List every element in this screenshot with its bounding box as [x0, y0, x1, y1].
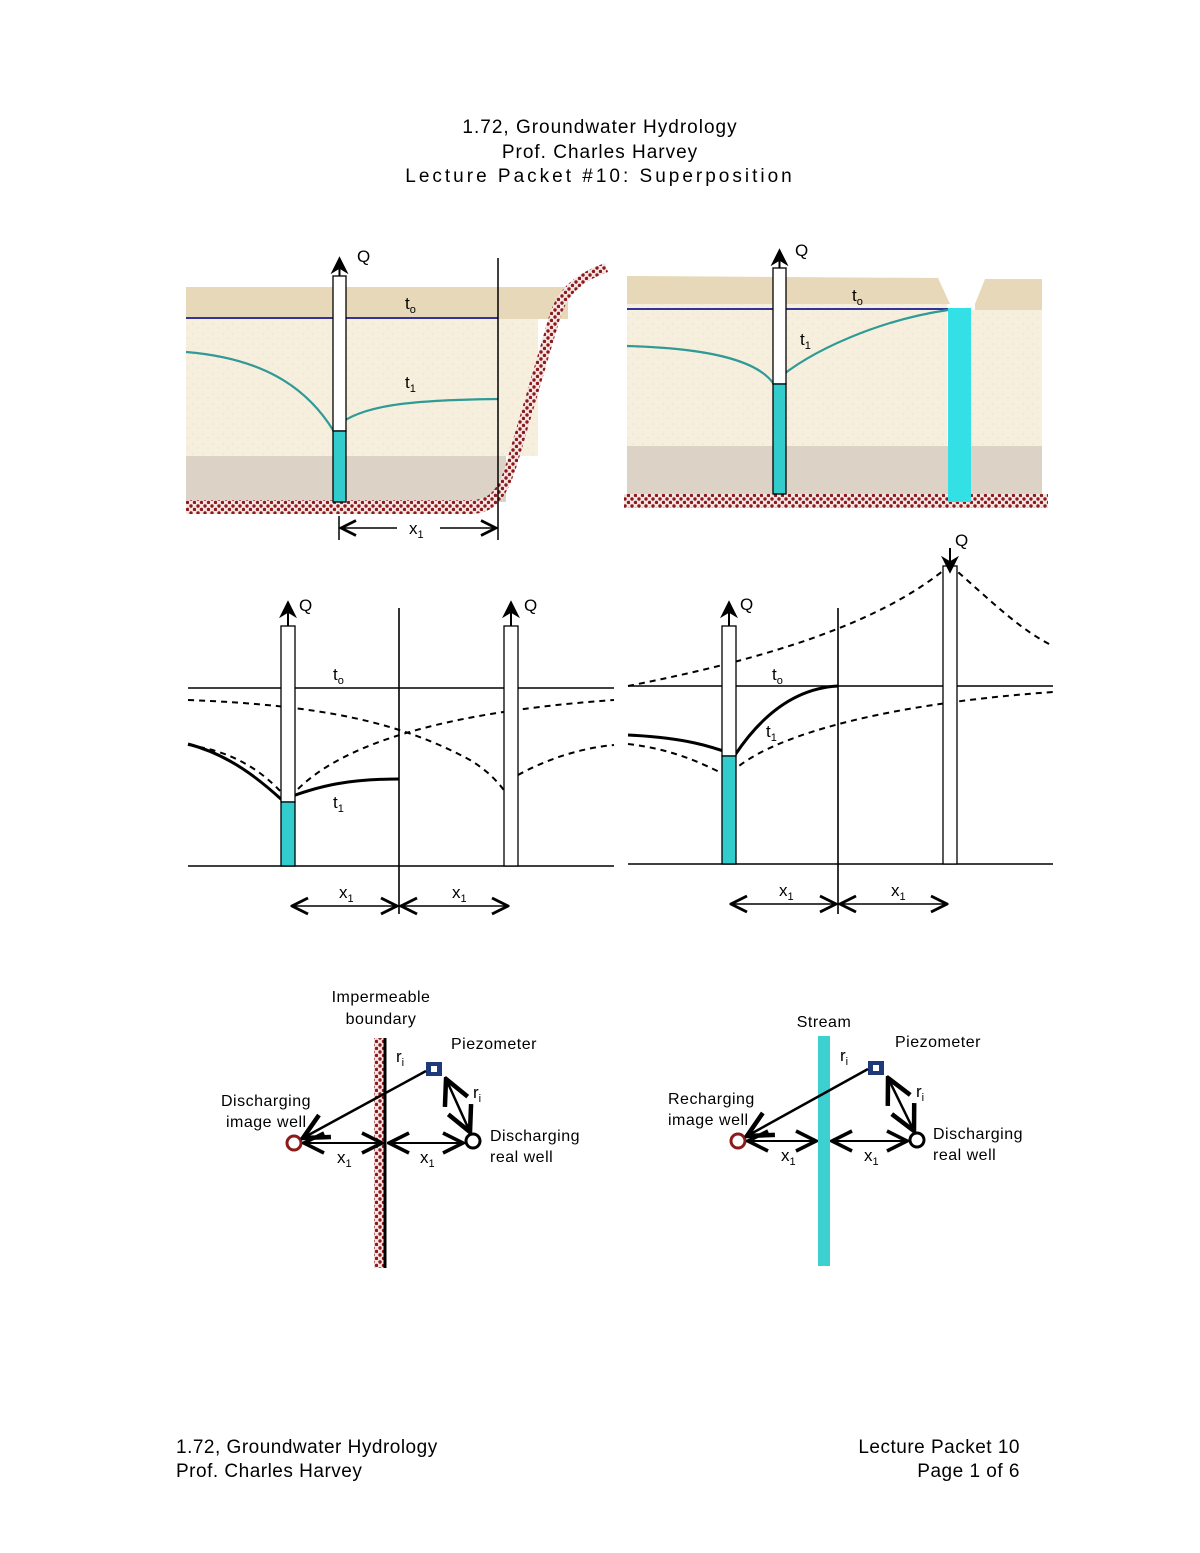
label-t1: t1 — [333, 793, 344, 815]
header-course-title: 1.72, Groundwater Hydrology — [462, 117, 738, 138]
label-piezometer: Piezometer — [451, 1036, 537, 1053]
piezometer-marker-center — [873, 1065, 879, 1071]
piezometer-marker-center — [431, 1066, 437, 1072]
pumping-well — [772, 267, 787, 385]
pumping-well — [332, 275, 347, 432]
label-real-well: Discharging — [490, 1128, 580, 1145]
image-well — [503, 625, 519, 867]
label-t1: t1 — [766, 722, 777, 744]
label-t1: t1 — [405, 373, 416, 395]
plan-view-impermeable: Impermeable boundary Piezometer ri ri x1… — [221, 989, 580, 1268]
plan-view-stream: Stream Piezometer ri ri x1 x1 Recharging… — [668, 1014, 1023, 1266]
cross-section-impermeable: Q to t1 x1 — [185, 247, 608, 541]
label-t0: to — [405, 294, 416, 316]
image-well-marker — [729, 1132, 747, 1150]
label-real-well: Discharging — [933, 1126, 1023, 1143]
distance-arrow-image — [303, 1069, 427, 1138]
aquifer-sand — [971, 310, 1042, 446]
label-Q: Q — [357, 247, 370, 266]
real-well — [721, 625, 737, 757]
cross-section-stream: Q to t1 — [624, 241, 1048, 508]
header-lecture-title: Lecture Packet #10: Superposition — [405, 166, 795, 187]
image-well-drawdown — [187, 699, 511, 801]
image-well-marker — [285, 1134, 303, 1152]
label-boundary: boundary — [346, 1011, 417, 1028]
aquifer-sand — [627, 304, 947, 446]
stream-channel — [948, 308, 971, 502]
label-stream: Stream — [797, 1014, 852, 1031]
aquifer-sand — [186, 319, 538, 456]
well-water — [772, 383, 787, 495]
label-real-well: real well — [490, 1149, 553, 1166]
header-professor: Prof. Charles Harvey — [501, 142, 699, 163]
soil-surface — [975, 279, 1042, 310]
distance-arrow-real — [446, 1079, 470, 1132]
label-x1: x1 — [337, 1148, 352, 1170]
superposition-stream: Q Q to t1 x1 x1 — [627, 531, 1054, 914]
image-well-mound — [949, 564, 1054, 647]
label-t0: to — [333, 665, 344, 687]
label-x1: x1 — [339, 883, 354, 905]
real-well-marker — [464, 1132, 482, 1150]
footer-course-title: 1.72, Groundwater Hydrology — [176, 1437, 438, 1458]
label-image-well: Recharging — [668, 1091, 755, 1108]
label-x1: x1 — [864, 1146, 879, 1168]
distance-arrow-image — [747, 1067, 869, 1136]
label-x1: x1 — [779, 881, 794, 903]
real-well-drawdown — [627, 691, 1054, 778]
impermeable-bedrock — [186, 263, 608, 514]
label-impermeable: Impermeable — [332, 989, 431, 1006]
label-t0: to — [772, 665, 783, 687]
footer-packet: Lecture Packet 10 — [858, 1437, 1020, 1458]
label-Q: Q — [299, 596, 312, 615]
label-ri: ri — [473, 1083, 481, 1105]
label-x1: x1 — [452, 883, 467, 905]
image-well-drawdown — [517, 744, 615, 776]
label-t0: to — [852, 286, 863, 308]
footer-page-number: Page 1 of 6 — [917, 1461, 1020, 1482]
image-well-mound — [627, 564, 951, 687]
distance-arrow-real — [888, 1078, 914, 1131]
label-x1: x1 — [409, 519, 424, 541]
label-ri: ri — [840, 1046, 848, 1068]
superposition-impermeable: Q Q to t1 x1 x1 — [187, 596, 615, 914]
soil-surface — [186, 287, 568, 319]
label-x1: x1 — [420, 1148, 435, 1170]
label-Q: Q — [740, 595, 753, 614]
label-x1: x1 — [891, 881, 906, 903]
label-image-well: Discharging — [221, 1093, 311, 1110]
label-Q: Q — [524, 596, 537, 615]
real-well-drawdown — [187, 699, 615, 802]
soil-surface — [627, 276, 950, 304]
label-ri: ri — [916, 1082, 924, 1104]
well-water — [721, 755, 737, 865]
label-real-well: real well — [933, 1147, 996, 1164]
stream-strip — [818, 1036, 830, 1266]
label-Q: Q — [955, 531, 968, 550]
impermeable-bedrock — [624, 494, 1048, 508]
impermeable-boundary-strip — [374, 1038, 384, 1268]
real-well — [280, 625, 296, 803]
label-ri: ri — [396, 1047, 404, 1069]
well-water — [280, 801, 296, 867]
label-t1: t1 — [800, 330, 811, 352]
label-Q: Q — [795, 241, 808, 260]
label-x1: x1 — [781, 1146, 796, 1168]
label-image-well: image well — [668, 1112, 749, 1129]
label-image-well: image well — [226, 1114, 307, 1131]
label-piezometer: Piezometer — [895, 1034, 981, 1051]
footer-professor: Prof. Charles Harvey — [176, 1461, 363, 1482]
clay-layer — [627, 446, 1042, 494]
image-well — [942, 565, 958, 865]
real-well-marker — [908, 1131, 926, 1149]
well-water — [332, 430, 347, 503]
